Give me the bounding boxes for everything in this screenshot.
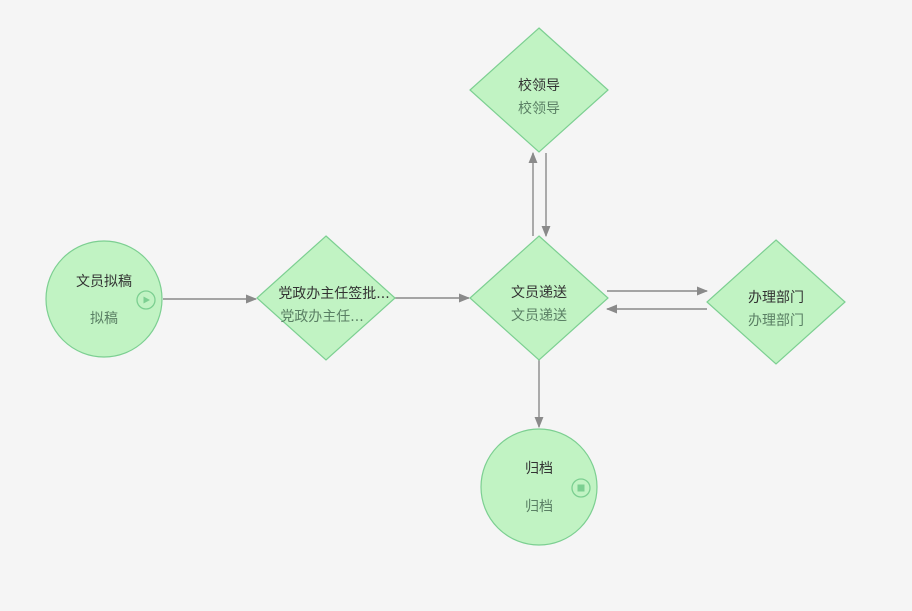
start-node-title: 文员拟稿 bbox=[76, 274, 132, 290]
node-archive[interactable]: 归档 归档 bbox=[480, 428, 598, 546]
office-director-node-role: 党政办主任... bbox=[280, 309, 363, 325]
handling-department-node-title: 办理部门 bbox=[748, 290, 804, 306]
archive-node-title: 归档 bbox=[525, 460, 553, 477]
clerk-delivery-node-title: 文员递送 bbox=[511, 285, 567, 301]
edges bbox=[163, 151, 709, 429]
school-leader-node-role: 校领导 bbox=[518, 100, 560, 117]
handling-department-node-shape bbox=[706, 239, 846, 365]
node-clerk-delivery[interactable]: 文员递送 文员递送 bbox=[469, 235, 609, 361]
clerk-delivery-node-role: 文员递送 bbox=[511, 308, 567, 324]
start-node-role: 拟稿 bbox=[90, 311, 118, 327]
archive-node-role: 归档 bbox=[525, 498, 553, 515]
node-school-leader[interactable]: 校领导 校领导 bbox=[469, 27, 609, 153]
school-leader-node-title: 校领导 bbox=[518, 77, 560, 94]
play-icon bbox=[136, 290, 156, 310]
node-office-director[interactable]: 党政办主任签批... 党政办主任... bbox=[256, 235, 396, 361]
archive-node-shape bbox=[480, 428, 598, 546]
node-handling-department[interactable]: 办理部门 办理部门 bbox=[706, 239, 846, 365]
office-director-node-title: 党政办主任签批... bbox=[278, 285, 389, 302]
school-leader-node-shape bbox=[469, 27, 609, 153]
node-start[interactable]: 文员拟稿 拟稿 bbox=[45, 240, 163, 358]
stop-icon bbox=[571, 478, 591, 498]
office-director-node-shape bbox=[256, 235, 396, 361]
clerk-delivery-node-shape bbox=[469, 235, 609, 361]
handling-department-node-role: 办理部门 bbox=[748, 313, 804, 329]
start-node-shape bbox=[45, 240, 163, 358]
